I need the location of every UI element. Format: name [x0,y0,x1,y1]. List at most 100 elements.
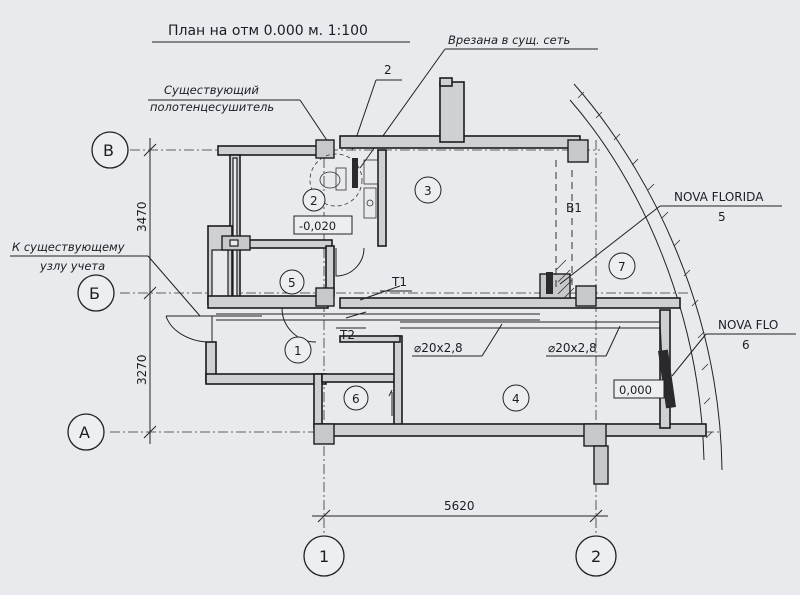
pipe-size-left: ⌀20x2,8 [414,341,463,355]
nova-flo-number: 6 [742,338,750,352]
wall-corridor-right [339,335,401,343]
meter-leader [147,255,201,317]
column-2-v [567,139,589,163]
toilet-tank [335,167,347,191]
shaft-wall [439,81,465,143]
water-heater [363,159,379,185]
wall-bathroom-bottom [239,239,333,249]
horizontal-dimension: 5620 [444,499,475,513]
room-number-5: 5 [288,276,296,290]
towel-dryer-leader [299,99,331,146]
dim-tick-1 [317,509,331,523]
axis-label-b: Б [89,284,100,303]
wall-axis-b-right [339,297,681,309]
nova-flo-label: NOVA FLO [718,318,778,332]
sink-drain [366,199,374,207]
door-swing-entry [165,315,213,343]
door-swing-bathroom [335,247,365,277]
meter-note-line1: К существующему [12,240,125,254]
pipe-label-t2: Т2 [339,328,355,342]
wall-top-left [217,145,327,156]
pipe-to-t2 [345,311,367,319]
towel-dryer [352,158,358,188]
room-number-7: 7 [618,260,626,274]
room-bubble-3 [414,176,442,204]
wall-left-bathroom-inner [232,157,238,301]
plan-title: План на отм 0.000 м. 1:100 [168,23,368,39]
meter-niche-inner [211,249,229,301]
column-2-a-foot [593,445,609,485]
room-bubble-7 [608,252,636,280]
radiator-nova-florida [546,272,553,294]
room-number-3: 3 [424,184,432,198]
column-1-v [315,139,335,159]
meter-box-detail [229,239,239,247]
wall-axis-b-left [207,295,329,309]
toilet-bowl [319,171,341,189]
door-room6-arrow [388,389,393,397]
room-bubble-1 [284,336,312,364]
dim-tick-a [143,425,157,439]
nova-florida-number: 5 [718,210,726,224]
room-bubble-2 [302,188,326,212]
wall-room6-top [321,373,397,383]
dim-tick-v [143,143,157,157]
nova-florida-leader [559,205,661,285]
upper-dimension: 3470 [135,201,149,232]
meter-note-line2: узлу учета [39,259,105,273]
dim-tick-2 [589,509,603,523]
tie-in-note: Врезана в сущ. сеть [448,33,570,47]
wall-room6-right [393,335,403,427]
nova-flo-leader [671,333,707,377]
room-bubble-4 [502,384,530,412]
wall-bathroom-right [377,149,387,247]
pipe-size-right-pointer [605,325,621,357]
axis-label-a: А [79,423,90,442]
riser-hatch [555,259,575,299]
room-number-6: 6 [352,392,360,406]
riser-callout-number: 2 [384,63,392,77]
towel-dryer-circle [309,153,363,207]
radiator-nova-flo [658,349,676,409]
wall-left-lower-bottom [205,373,327,385]
column-1-a [313,423,335,445]
column-2-a [583,423,607,447]
column-meter [539,273,571,299]
level-bathroom: -0,020 [299,219,336,233]
balcony-wall-top [439,77,453,87]
level-box-main [613,379,665,399]
axis-bubble-2 [575,535,617,577]
nova-florida-label: NOVA FLORIDA [674,190,764,204]
room-number-4: 4 [512,392,520,406]
axis-bubble-1 [303,535,345,577]
towel-dryer-note-line1: Существующий [164,83,259,97]
axis-bubble-b [77,274,115,312]
level-main: 0,000 [619,383,652,397]
axis-bubble-a [67,413,105,451]
wall-room6-left [313,373,323,429]
axis-bubble-v [91,131,129,169]
room-bubble-6 [343,385,369,411]
wall-bottom [315,423,707,437]
room-bubble-5 [279,269,305,295]
towel-dryer-note-line2: полотенцесушитель [150,100,274,114]
level-box-bathroom [293,215,353,235]
axis-label-2: 2 [591,547,601,566]
pipe-size-left-pointer [481,323,503,357]
room-number-2: 2 [310,194,318,208]
pipe-label-t1: Т1 [391,275,407,289]
room-number-1: 1 [294,344,302,358]
axis-label-1: 1 [319,547,329,566]
curved-facade-hatch [577,91,713,439]
riser-label: В1 [566,201,582,215]
column-2-b [575,285,597,307]
sink [363,187,377,219]
curved-facade-inner [569,99,705,461]
pipe-to-t1 [359,285,401,301]
axis-label-v: В [103,141,114,160]
lower-dimension: 3270 [135,354,149,385]
dim-tick-b [143,286,157,300]
column-1-b [315,287,335,307]
curved-facade-outer [573,83,723,471]
